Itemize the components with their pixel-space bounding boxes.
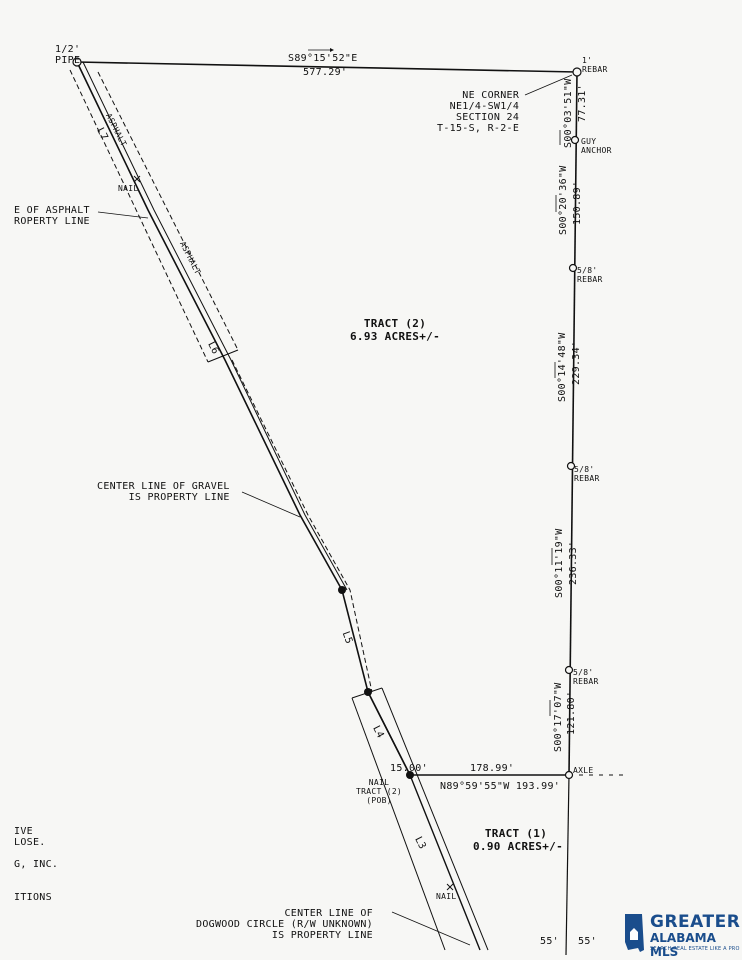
west-boundary-offset-line bbox=[82, 61, 348, 591]
pob-point bbox=[406, 771, 414, 779]
nail-2-marker-b bbox=[446, 883, 454, 891]
north-arrowhead bbox=[330, 48, 334, 52]
e3-distance-label: 229.34' bbox=[571, 340, 582, 385]
l4-l5-point bbox=[364, 688, 372, 696]
west-boundary-line bbox=[76, 61, 411, 776]
rebar-ne-monument bbox=[572, 67, 582, 77]
greater-alabama-mls-logo: GREATER ALABAMA MLS SEARCH REAL ESTATE L… bbox=[622, 910, 742, 959]
east-boundary-extension bbox=[565, 774, 570, 956]
dogwood-road-left-edge bbox=[351, 697, 446, 951]
logo-line3: SEARCH REAL ESTATE LIKE A PRO bbox=[650, 946, 740, 952]
east-boundary-line bbox=[568, 71, 578, 776]
south-bearing-label: N89°59'55"W 193.99' bbox=[440, 781, 561, 792]
left-text-fragments: IVE LOSE. G, INC. ITIONS bbox=[14, 826, 59, 903]
dogwood-note: CENTER LINE OF DOGWOOD CIRCLE (R/W UNKNO… bbox=[196, 908, 373, 941]
nail-1-label: NAIL bbox=[118, 184, 139, 193]
e2-bearing-label: S00°20'36"W bbox=[558, 165, 569, 235]
bottom-55-right: 55' bbox=[578, 936, 597, 947]
asphalt-end-line bbox=[207, 349, 239, 363]
rebar-2-label: 5/8' REBAR bbox=[574, 465, 600, 483]
gravel-note: CENTER LINE OF GRAVEL IS PROPERTY LINE bbox=[97, 481, 230, 503]
nail-2-label: NAIL bbox=[436, 892, 457, 901]
ne-corner-label: NE CORNER NE1/4-SW1/4 SECTION 24 T-15-S,… bbox=[437, 90, 520, 134]
pob-label: NAIL TRACT (2) (POB) bbox=[356, 778, 403, 805]
e5-bearing-label: S00°17'07"W bbox=[553, 682, 564, 752]
e1-distance-label: 77.31' bbox=[577, 84, 588, 122]
guy-anchor-label: GUY ANCHOR bbox=[581, 137, 612, 155]
dogwood-road-right-edge bbox=[381, 687, 489, 951]
dogwood-centerline bbox=[367, 691, 481, 951]
e1-bearing-label: S00°03'51"W bbox=[563, 78, 574, 148]
tract2-title: TRACT (2) bbox=[363, 317, 427, 330]
axle-monument bbox=[564, 770, 574, 780]
logo-line1: GREATER bbox=[650, 912, 741, 932]
rebar-1-label: 5/8' REBAR bbox=[577, 266, 603, 284]
e3-bearing-label: S00°14'48"W bbox=[557, 332, 568, 402]
l5-l6-point bbox=[338, 586, 346, 594]
e4-bearing-label: S00°11'19"W bbox=[554, 528, 565, 598]
asphalt-note: E OF ASPHALT ROPERTY LINE bbox=[14, 205, 90, 227]
pipe-monument bbox=[72, 57, 82, 67]
guy-anchor-monument bbox=[570, 135, 580, 145]
dogwood-note-leader bbox=[391, 911, 471, 946]
north-bearing-label: S89°15'52"E bbox=[288, 53, 358, 64]
rebar-3-monument bbox=[564, 665, 574, 675]
rebar-2-monument bbox=[566, 461, 576, 471]
gravel-note-leader bbox=[241, 491, 301, 518]
bottom-55-left: 55' bbox=[540, 936, 559, 947]
tract2-area: 6.93 ACRES+/- bbox=[350, 330, 440, 343]
asphalt-note-leader bbox=[97, 211, 149, 219]
north-boundary-line bbox=[76, 61, 578, 73]
asphalt-edge-left bbox=[69, 69, 209, 363]
e5-distance-label: 121.80' bbox=[566, 690, 577, 735]
rebar-ne-label: 1' REBAR bbox=[582, 56, 608, 74]
rebar-3-label: 5/8' REBAR bbox=[573, 668, 599, 686]
north-distance-label: 577.29' bbox=[303, 67, 348, 78]
south-distance-label: 178.99' bbox=[470, 763, 515, 774]
pipe-label: 1/2' PIPE bbox=[55, 44, 81, 66]
e2-distance-label: 150.89' bbox=[572, 180, 583, 225]
axle-label: AXLE bbox=[573, 766, 594, 775]
rebar-1-monument bbox=[568, 263, 578, 273]
offset-label: 15.00' bbox=[390, 763, 428, 774]
nail-1-marker-b bbox=[133, 175, 141, 183]
alabama-state-icon bbox=[625, 914, 644, 952]
ne-corner-leader bbox=[524, 74, 573, 96]
tract1-title: TRACT (1) bbox=[484, 827, 548, 840]
asphalt-edge-right bbox=[97, 71, 239, 351]
tract1-area: 0.90 ACRES+/- bbox=[473, 840, 563, 853]
e4-distance-label: 236.33' bbox=[568, 540, 579, 585]
logo-line2: ALABAMA MLS bbox=[650, 931, 716, 959]
